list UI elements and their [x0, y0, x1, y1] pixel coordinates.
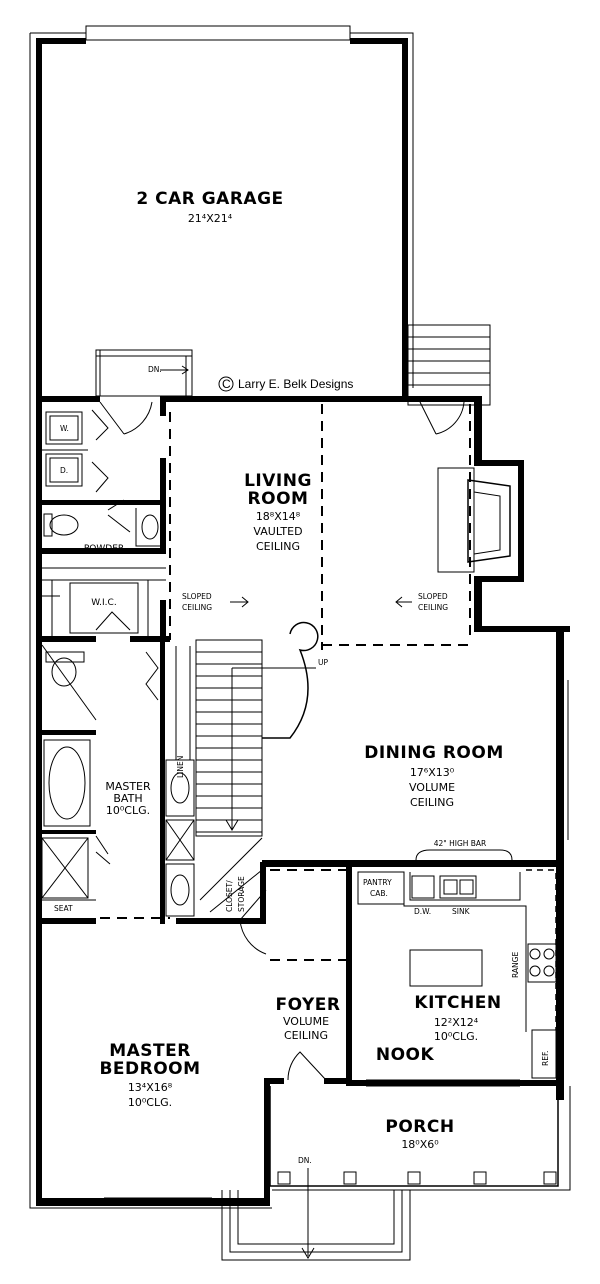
laundry: W. D.: [42, 411, 88, 487]
bedroom-title-2: BEDROOM: [99, 1059, 200, 1079]
sloped-right-arrow: [395, 596, 412, 608]
dining-window: [561, 680, 569, 840]
linen-label: LINEN: [176, 756, 185, 778]
living-dims: 18⁸X14⁸: [256, 510, 301, 523]
foyer-dashed: [270, 869, 346, 961]
walls: [29, 25, 571, 1209]
bedroom-dims: 13⁴X16⁸: [128, 1081, 173, 1094]
pantry-label-1: PANTRY: [363, 878, 392, 887]
copyright-symbol: C: [222, 377, 231, 391]
kitchen-note: 10⁰CLG.: [434, 1030, 478, 1043]
sloped-left-1: SLOPED: [182, 592, 212, 601]
bedroom-title-1: MASTER: [109, 1041, 191, 1061]
dw-label: D.W.: [414, 907, 431, 916]
sloped-right-2: CEILING: [418, 603, 448, 612]
bath-title-1: MASTER: [105, 780, 151, 793]
living-note-1: VAULTED: [253, 525, 302, 538]
porch-dn-label: DN.: [298, 1156, 312, 1165]
sink-label: SINK: [452, 907, 471, 916]
copyright-circle: [218, 376, 234, 392]
living-dashed: [169, 404, 471, 650]
sloped-left-arrow: [230, 596, 249, 608]
powder-label: POWDER: [84, 544, 124, 554]
garage-stair: DN.: [95, 349, 193, 397]
foyer-note-2: CEILING: [284, 1029, 328, 1042]
foyer-title: FOYER: [276, 995, 341, 1015]
living-note-2: CEILING: [256, 540, 300, 553]
kitchen-fixtures: [357, 869, 557, 1079]
svg-text:W.: W.: [60, 424, 69, 433]
closet-label-2: STORAGE: [237, 876, 246, 912]
living-title-1: LIVING: [244, 471, 312, 491]
living-title-2: ROOM: [248, 489, 309, 509]
kitchen-title: KITCHEN: [414, 993, 501, 1013]
sloped-left-2: CEILING: [182, 603, 212, 612]
front-steps: [221, 1168, 411, 1261]
porch-title: PORCH: [385, 1117, 454, 1137]
range-label: RANGE: [511, 952, 520, 978]
bedroom-note: 10⁰CLG.: [128, 1096, 172, 1109]
kitchen-dims: 12²X12⁴: [434, 1016, 479, 1029]
dining-note-2: CEILING: [410, 796, 454, 809]
wic: [42, 567, 166, 636]
high-bar: [415, 849, 513, 861]
stairs: [195, 621, 319, 913]
dining-title: DINING ROOM: [364, 743, 504, 763]
bath-note: 10⁰CLG.: [106, 804, 150, 817]
porch-dims: 18⁰X6⁰: [401, 1138, 439, 1151]
nook-window: [366, 1079, 520, 1087]
stair-up-label: UP: [318, 658, 328, 667]
doors: [91, 401, 465, 1081]
copyright-text: Larry E. Belk Designs: [238, 377, 353, 391]
powder-fixtures: [43, 508, 160, 547]
pantry-label-2: CAB.: [370, 889, 388, 898]
ref-label: REF.: [541, 1051, 550, 1066]
foyer-note-1: VOLUME: [283, 1015, 329, 1028]
wic-label: W.I.C.: [91, 598, 116, 608]
high-bar-label: 42" HIGH BAR: [434, 839, 487, 848]
svg-text:D.: D.: [60, 466, 68, 475]
master-bath-fixtures: SEAT: [41, 644, 195, 917]
bedroom-window: [29, 748, 212, 1203]
sloped-right-1: SLOPED: [418, 592, 448, 601]
dining-dims: 17⁶X13⁰: [410, 766, 455, 779]
fireplace: [437, 467, 511, 573]
garage-title: 2 CAR GARAGE: [136, 189, 283, 209]
dining-note-1: VOLUME: [409, 781, 455, 794]
garage-steps: [407, 324, 491, 406]
porch-columns: [277, 1171, 557, 1185]
svg-text:DN.: DN.: [148, 365, 162, 374]
nook-title: NOOK: [376, 1045, 435, 1065]
garage-dims: 21⁴X21⁴: [188, 212, 233, 225]
closet-label-1: CLOSET/: [225, 880, 234, 912]
svg-text:SEAT: SEAT: [54, 904, 73, 913]
bath-title-2: BATH: [113, 792, 142, 805]
